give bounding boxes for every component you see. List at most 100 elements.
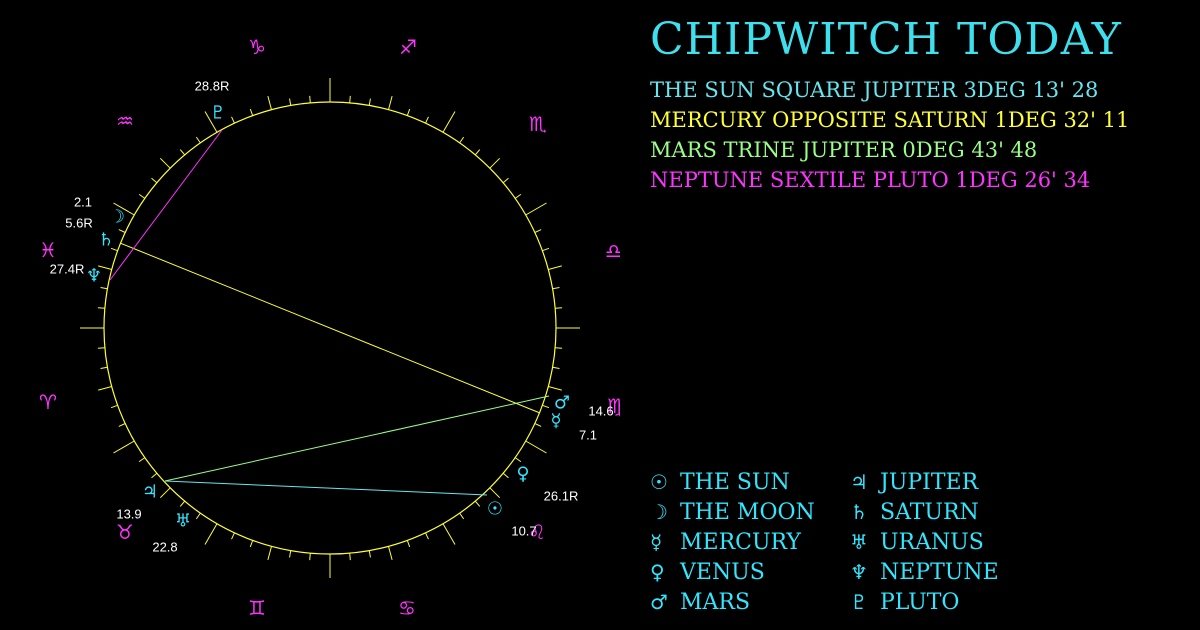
legend-item-jupiter: ♃ JUPITER: [850, 467, 978, 497]
neptune-degree-label: 27.4R: [50, 262, 85, 277]
moon-icon: ☽: [650, 500, 668, 524]
wheel-tick: [542, 247, 550, 252]
sun-degree-label: 10.7: [511, 524, 536, 539]
sun-icon: ☉: [650, 470, 668, 494]
wheel-tick: [100, 287, 108, 290]
wheel-tick: [349, 553, 351, 561]
wheel-tick: [231, 532, 235, 540]
pisces-sign-icon: ♓: [39, 238, 57, 262]
aspect-mars-jupiter: [164, 395, 550, 482]
legend-item-saturn: ♄ SATURN: [850, 497, 979, 527]
wheel-tick: [534, 423, 542, 427]
wheel-tick: [502, 472, 509, 479]
wheel-tick: [442, 523, 456, 545]
pluto-planet-icon: ♇: [210, 103, 226, 124]
page-title: CHIPWITCH TODAY: [650, 14, 1122, 65]
capricorn-sign-icon: ♑: [248, 35, 266, 59]
wheel-tick: [548, 265, 562, 270]
aries-sign-icon: ♈: [39, 390, 57, 414]
wheel-tick: [349, 95, 351, 103]
uranus-icon: ♅: [850, 530, 868, 554]
wheel-tick: [179, 500, 186, 507]
gemini-sign-icon: ♊: [248, 596, 266, 620]
mars-icon: ♂: [650, 590, 668, 614]
taurus-degree-degree-label: 13.9: [116, 507, 141, 522]
legend-label: THE MOON: [680, 499, 815, 525]
wheel-tick: [534, 229, 542, 233]
uranus-planet-icon: ♅: [175, 511, 191, 532]
legend-item-pluto: ♇ PLUTO: [850, 587, 959, 617]
wheel-tick: [514, 457, 522, 463]
wheel-tick: [502, 177, 509, 184]
saturn-degree-label: 5.6R: [65, 216, 92, 231]
legend-label: SATURN: [880, 499, 979, 525]
wheel-tick: [309, 95, 311, 103]
legend-label: THE SUN: [680, 469, 790, 495]
wheel-tick: [138, 457, 146, 463]
wheel-tick: [231, 116, 235, 124]
neptune-planet-icon: ♆: [86, 266, 102, 287]
pluto-icon: ♇: [850, 590, 868, 614]
aquarius-sign-icon: ♒: [116, 109, 134, 133]
moon-degree-label: 2.1: [74, 195, 92, 210]
wheel-tick: [118, 229, 126, 233]
wheel-tick: [267, 96, 272, 110]
wheel-tick: [289, 550, 292, 558]
wheel-tick: [309, 553, 311, 561]
virgo-sign-icon: ♍: [607, 394, 620, 418]
leo-sign-icon: ♌: [528, 520, 546, 544]
mercury-planet-icon: ☿: [550, 411, 561, 432]
wheel-tick: [368, 98, 371, 106]
venus-planet-icon: ♀: [516, 464, 529, 485]
legend-item-mercury: ☿ MERCURY: [650, 527, 801, 557]
wheel-tick: [267, 546, 272, 560]
wheel-tick: [98, 265, 112, 270]
wheel-tick: [425, 532, 429, 540]
uranus-degree-label: 22.8: [152, 540, 177, 555]
wheel-tick: [474, 500, 481, 507]
legend-label: MARS: [680, 589, 751, 615]
wheel-tick: [474, 149, 481, 156]
aspect-sun-jupiter: [164, 480, 488, 496]
wheel-tick: [204, 523, 218, 545]
aspect-mercury-saturn: [119, 242, 541, 414]
legend-item-sun: ☉ THE SUN: [650, 467, 790, 497]
sun-planet-icon: ☉: [487, 499, 503, 520]
wheel-tick: [159, 157, 171, 169]
wheel-tick: [552, 287, 560, 290]
wheel-tick: [113, 202, 135, 216]
wheel-tick: [425, 116, 429, 124]
moon-planet-icon: ☽: [109, 207, 125, 228]
aspect-line-mercury-saturn: MERCURY OPPOSITE SATURN 1DEG 32' 11: [650, 108, 1130, 132]
wheel-tick: [442, 111, 456, 133]
jupiter-icon: ♃: [850, 470, 868, 494]
natal-wheel: ♑♐♏♎♍♌♋♊♉♈♓♒♇28.8R☽2.1♄5.6R♆27.4R♂14.6☿7…: [39, 35, 620, 620]
legend-item-uranus: ♅ URANUS: [850, 527, 984, 557]
jupiter-planet-icon: ♃: [142, 482, 158, 503]
taurus-sign-icon: ♉: [116, 520, 134, 544]
scorpio-sign-icon: ♏: [529, 112, 547, 136]
wheel-tick: [113, 440, 135, 454]
wheel-tick: [388, 96, 393, 110]
legend-label: MERCURY: [680, 529, 801, 555]
legend-item-venus: ♀ VENUS: [650, 557, 765, 587]
wheel-tick: [542, 404, 550, 409]
wheel-tick: [118, 423, 126, 427]
aspect-line-neptune-pluto: NEPTUNE SEXTILE PLUTO 1DEG 26' 34: [650, 168, 1091, 192]
wheel-tick: [97, 307, 105, 309]
wheel-tick: [459, 512, 465, 520]
wheel-tick: [406, 108, 411, 116]
legend-label: NEPTUNE: [880, 559, 999, 585]
neptune-icon: ♆: [850, 560, 868, 584]
wheel-tick: [151, 177, 158, 184]
wheel-tick: [388, 546, 393, 560]
legend-item-moon: ☽ THE MOON: [650, 497, 815, 527]
legend-label: VENUS: [680, 559, 765, 585]
legend-label: PLUTO: [880, 589, 960, 615]
wheel-tick: [548, 386, 562, 391]
wheel-tick: [110, 404, 118, 409]
legend-item-mars: ♂ MARS: [650, 587, 750, 617]
mars-degree-label: 14.6: [588, 404, 613, 419]
wheel-tick: [179, 149, 186, 156]
